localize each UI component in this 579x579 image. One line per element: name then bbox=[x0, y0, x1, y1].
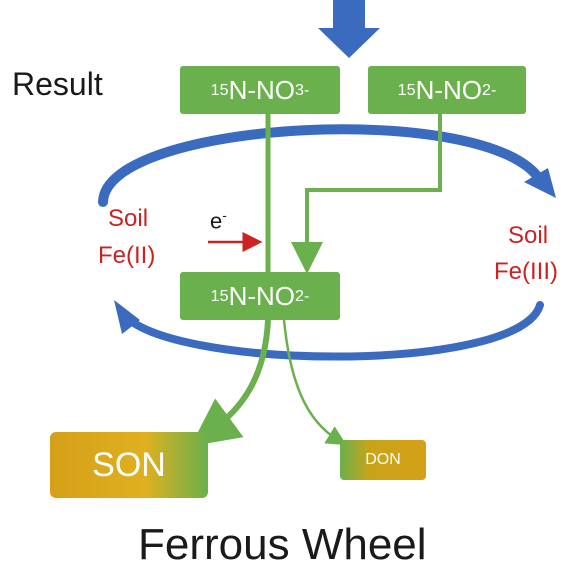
soil-label-left: Soil bbox=[108, 205, 149, 232]
node-15n-no2-top-species: N-NO bbox=[415, 74, 482, 105]
electron-symbol: e bbox=[210, 208, 223, 234]
node-15n-no3-charge: - bbox=[303, 80, 310, 99]
node-15n-no3-species: N-NO bbox=[228, 74, 295, 105]
son-label: SON bbox=[92, 445, 166, 484]
node-15n-no2-top-charge: - bbox=[490, 80, 497, 99]
fe3-label: Fe(III) bbox=[494, 258, 558, 285]
result-label: Result bbox=[12, 66, 103, 102]
flow-no2-to-son bbox=[190, 319, 271, 447]
wheel-arc-bottom bbox=[118, 301, 544, 361]
don-box: DON bbox=[340, 440, 426, 480]
flow-no2-to-don bbox=[282, 319, 347, 446]
node-15n-no2-top-sub: 2 bbox=[482, 80, 491, 99]
electron-charge: - bbox=[222, 208, 227, 223]
node-15n-no2-mid-charge: - bbox=[303, 286, 310, 305]
node-15n-no3-mass: 15 bbox=[210, 80, 229, 99]
son-box-bg bbox=[50, 432, 208, 498]
electron-label: e- bbox=[210, 208, 227, 234]
soil-label-right: Soil bbox=[508, 222, 549, 249]
wheel-arrowhead-right bbox=[524, 168, 556, 198]
node-15n-no2-mid-mass: 15 bbox=[210, 286, 229, 305]
fe2-label: Fe(II) bbox=[98, 242, 156, 269]
wheel-arc-top bbox=[98, 124, 545, 207]
son-box: SON bbox=[50, 432, 208, 498]
don-label: DON bbox=[365, 451, 401, 468]
flow-no2-to-no2 bbox=[291, 114, 442, 274]
node-15n-no3-sub: 3 bbox=[295, 80, 304, 99]
diagram-title: Ferrous Wheel bbox=[138, 520, 427, 569]
don-box-bg bbox=[340, 440, 426, 480]
node-15n-no2-mid-sub: 2 bbox=[295, 286, 304, 305]
node-15n-no2-top-mass: 15 bbox=[397, 80, 416, 99]
node-15n-no2-mid-species: N-NO bbox=[228, 280, 295, 311]
input-arrow bbox=[318, 0, 380, 58]
wheel-arrowhead-left bbox=[114, 300, 140, 334]
